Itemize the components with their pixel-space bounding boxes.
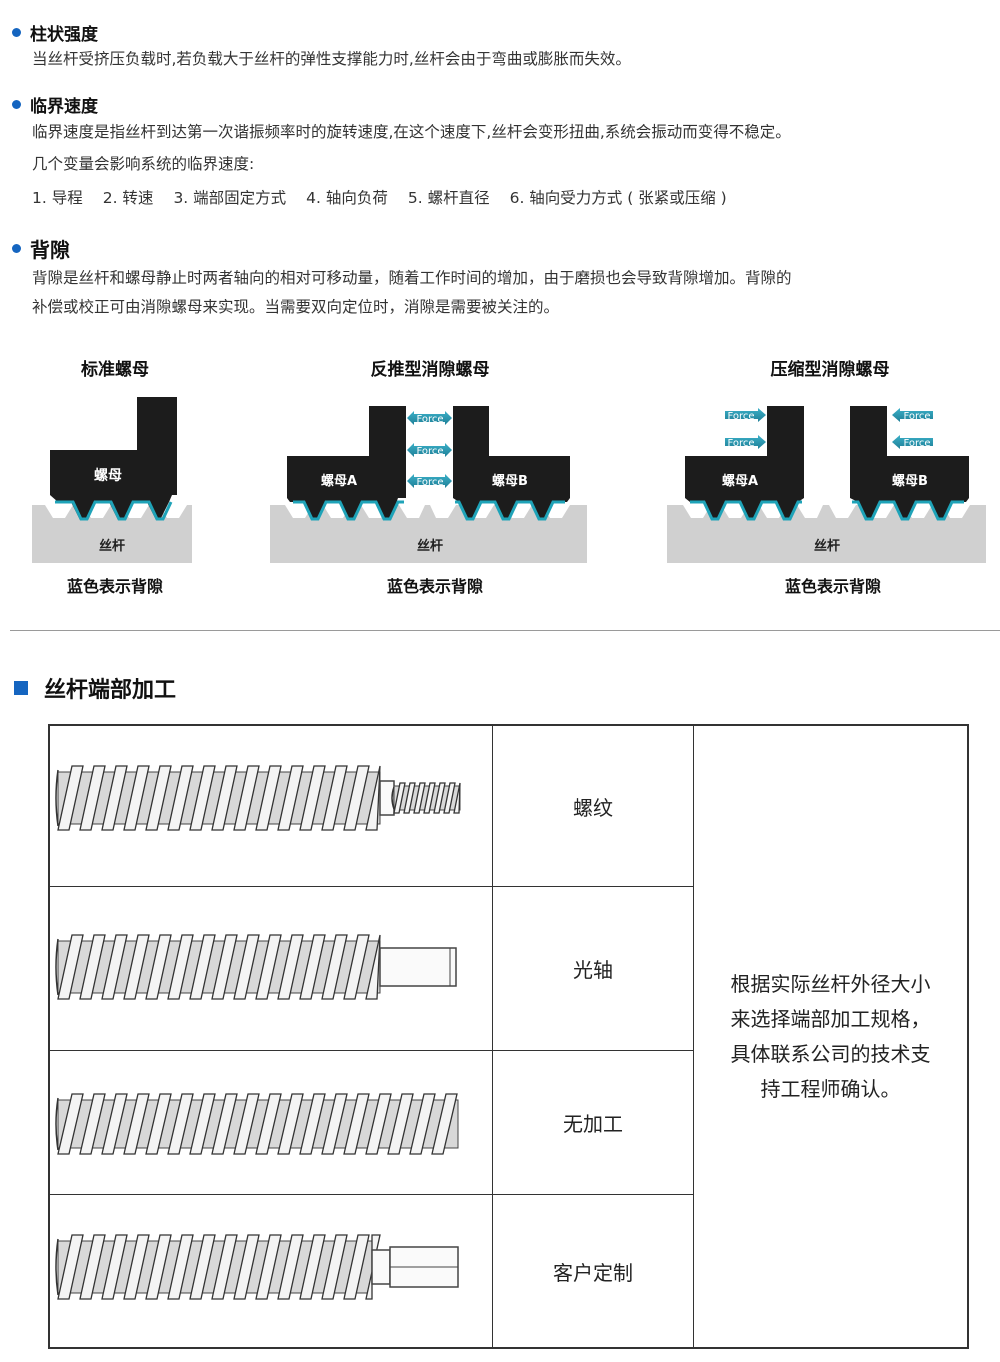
force-arrow-double: Force: [407, 443, 452, 457]
screw-label: 丝杆: [814, 538, 840, 554]
backlash-gap: [55, 500, 173, 521]
force-label: Force: [416, 477, 443, 488]
bullet-dot: [12, 28, 21, 37]
screw-image-cell: [48, 886, 493, 1051]
backlash-text-line1: 背隙是丝杆和螺母静止时两者轴向的相对可移动量，随着工作时间的增加，由于磨损也会导…: [32, 269, 792, 287]
section-title: 柱状强度: [30, 25, 98, 45]
table-row: 无加工: [48, 1050, 968, 1195]
end-machining-title: 丝杆端部加工: [44, 678, 177, 703]
table-row: 光轴: [48, 886, 968, 1051]
end-type-label: 客户定制: [492, 1194, 694, 1349]
nut-b-label: 螺母B: [492, 473, 528, 489]
force-label: Force: [727, 411, 754, 422]
force-arrow-left: Force: [892, 408, 933, 422]
end-machining-table: 螺纹 根据实际丝杆外径大小 来选择端部加工规格， 具体联系公司的技术支 持工程师…: [48, 724, 969, 1349]
section-critical-speed-heading: 临界速度: [12, 92, 98, 117]
screw-image-cell: [48, 1050, 493, 1195]
screw-image-cell: [48, 1194, 493, 1349]
force-arrow-double: Force: [407, 411, 452, 425]
end-type-label: 无加工: [492, 1050, 694, 1195]
force-label: Force: [903, 438, 930, 449]
nut-b-label: 螺母B: [892, 473, 928, 489]
compression-nut-diagram: 螺母A 螺母B Force Force Force Force 丝杆: [667, 406, 986, 563]
nut-body: [50, 397, 177, 520]
diagram-caption: 蓝色表示背隙: [386, 577, 483, 596]
section-title: 临界速度: [30, 97, 98, 117]
nut-a-body: [685, 406, 804, 520]
end-machining-note: 根据实际丝杆外径大小 来选择端部加工规格， 具体联系公司的技术支 持工程师确认。: [693, 724, 969, 1349]
diagram-title-compression-nut: 压缩型消隙螺母: [770, 360, 890, 380]
diagram-title-standard-nut: 标准螺母: [81, 360, 149, 380]
tension-nut-diagram: 螺母A 螺母B Force Force Force 丝杆: [270, 406, 587, 563]
note-line: 持工程师确认。: [760, 1076, 901, 1101]
diagram-title-tension-nut: 反推型消隙螺母: [370, 360, 490, 380]
backlash-text-line2: 补偿或校正可由消隙螺母来实现。当需要双向定位时，消隙是需要被关注的。: [32, 298, 560, 316]
unmachined-end-screw-icon: [55, 1093, 459, 1155]
variable-item: 5. 螺杆直径: [407, 189, 490, 207]
force-arrow-right: Force: [725, 408, 766, 422]
threaded-end-screw-icon: [55, 765, 461, 831]
column-strength-text: 当丝杆受挤压负载时,若负载大于丝杆的弹性支撑能力时,丝杆会由于弯曲或膨胀而失效。: [32, 50, 631, 68]
force-arrow-left: Force: [892, 435, 933, 449]
backlash-gap: [690, 500, 802, 521]
backlash-gap: [455, 500, 565, 521]
backlash-gap: [293, 500, 404, 521]
nut-a-label: 螺母A: [321, 473, 357, 489]
section-backlash-heading: 背隙: [12, 234, 70, 263]
force-label: Force: [903, 411, 930, 422]
force-label: Force: [416, 446, 443, 457]
heading-square-icon: [14, 681, 28, 695]
section-divider: [10, 630, 1000, 631]
variable-item: 3. 端部固定方式: [173, 189, 287, 207]
force-arrow-double: Force: [407, 474, 452, 488]
table-row: 螺纹 根据实际丝杆外径大小 来选择端部加工规格， 具体联系公司的技术支 持工程师…: [48, 724, 969, 1349]
table-row: 客户定制: [48, 1194, 968, 1349]
end-machining-heading: 丝杆端部加工: [14, 672, 176, 704]
critical-speed-text: 临界速度是指丝杆到达第一次谐振频率时的旋转速度,在这个速度下,丝杆会变形扭曲,系…: [32, 123, 791, 141]
end-type-label: 螺纹: [492, 724, 694, 887]
nut-b-body: [453, 406, 570, 520]
nut-b-body: [850, 406, 969, 520]
end-type-label: 光轴: [492, 886, 694, 1051]
standard-nut-diagram: 螺母 丝杆: [32, 397, 192, 563]
nut-a-body: [287, 406, 406, 520]
variable-item: 6. 轴向受力方式 ( 张紧或压缩 ): [509, 189, 727, 207]
variable-item: 4. 轴向负荷: [306, 189, 388, 207]
backlash-gap: [852, 500, 964, 521]
custom-end-screw-icon: [55, 1234, 459, 1300]
plain-shaft-end-screw-icon: [55, 934, 457, 1000]
nut-label: 螺母: [94, 467, 122, 484]
note-line: 具体联系公司的技术支: [730, 1041, 931, 1066]
force-label: Force: [416, 414, 443, 425]
force-arrow-right: Force: [725, 435, 766, 449]
screw-label: 丝杆: [417, 538, 443, 554]
nut-a-label: 螺母A: [722, 473, 758, 489]
screw-label: 丝杆: [99, 538, 125, 554]
bullet-dot: [12, 100, 21, 109]
note-line: 来选择端部加工规格，: [730, 1006, 931, 1031]
critical-speed-variable-list: 1. 导程 2. 转速 3. 端部固定方式 4. 轴向负荷 5. 螺杆直径 6.…: [32, 186, 747, 208]
backlash-diagrams: 螺母 丝杆 螺母A 螺母B Force Force Force 丝杆 螺母A: [32, 397, 986, 563]
section-column-strength-heading: 柱状强度: [12, 20, 98, 45]
bullet-dot: [12, 244, 21, 253]
variable-item: 1. 导程: [32, 189, 83, 207]
force-label: Force: [727, 438, 754, 449]
diagram-caption: 蓝色表示背隙: [784, 577, 881, 596]
critical-speed-variables-intro: 几个变量会影响系统的临界速度:: [32, 155, 255, 173]
diagram-caption: 蓝色表示背隙: [66, 577, 163, 596]
screw-shaft: [32, 505, 192, 563]
section-title: 背隙: [30, 238, 70, 262]
note-line: 根据实际丝杆外径大小: [730, 971, 931, 996]
variable-item: 2. 转速: [102, 189, 154, 207]
screw-image-cell: [48, 724, 493, 887]
